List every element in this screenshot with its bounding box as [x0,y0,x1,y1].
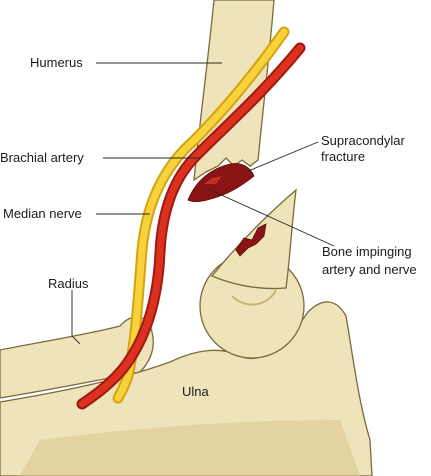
label-ulna: Ulna [182,384,210,399]
condyle-highlight [231,289,277,306]
label-radius: Radius [48,276,89,291]
label-median-nerve: Median nerve [3,206,82,221]
proximal-fracture-wound [187,163,255,203]
supracondylar-leader [245,141,319,173]
label-bone-impinging-line1: Bone impinging [322,244,412,259]
label-brachial-artery: Brachial artery [0,150,84,165]
median-nerve-highlight [114,28,288,402]
label-supracondylar-line1: Supracondylar [321,133,405,148]
proximal-fracture-wound-inner [204,176,222,184]
bone-impinging-leader [205,187,335,247]
label-supracondylar-line2: fracture [321,149,365,164]
brachial-artery-highlight [78,44,304,408]
distal-fracture-wound [235,223,267,257]
radius-bone [0,316,154,399]
ulna-shading [20,420,360,476]
radius-leader [71,290,81,345]
label-bone-impinging-line2: artery and nerve [322,262,417,277]
label-humerus: Humerus [30,55,83,70]
